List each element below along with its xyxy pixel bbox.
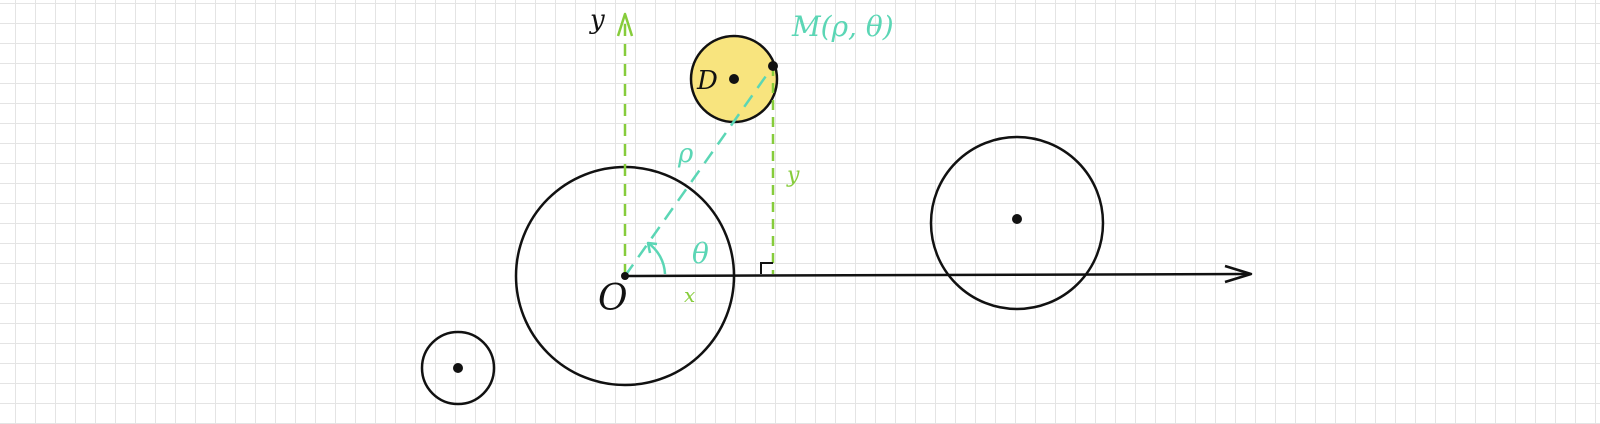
y-projection-label: y [786,163,800,188]
rho-label: ρ [677,139,694,169]
polar-axis-arrowhead [1224,264,1253,284]
right-circle [929,135,1105,311]
point-m-dot [768,61,778,71]
y-axis-label: y [589,5,605,35]
right-angle-marker [760,262,773,274]
right-circle-center [1012,214,1022,224]
origin-dot [621,272,629,280]
theta-label: θ [692,237,709,270]
theta-arc [647,241,667,275]
origin-label: O [598,278,628,319]
x-projection-label: x [684,283,695,307]
small-circle-center [453,363,463,373]
rho-segment [623,65,775,277]
small-circle [420,330,496,406]
y-axis-arrowhead [616,12,634,37]
point-m-label: M(ρ, θ) [791,10,894,43]
point-d-dot [729,74,739,84]
theta-arc-arrowhead [646,241,658,254]
point-d-label: D [696,66,718,96]
polar-axis [624,272,1249,278]
